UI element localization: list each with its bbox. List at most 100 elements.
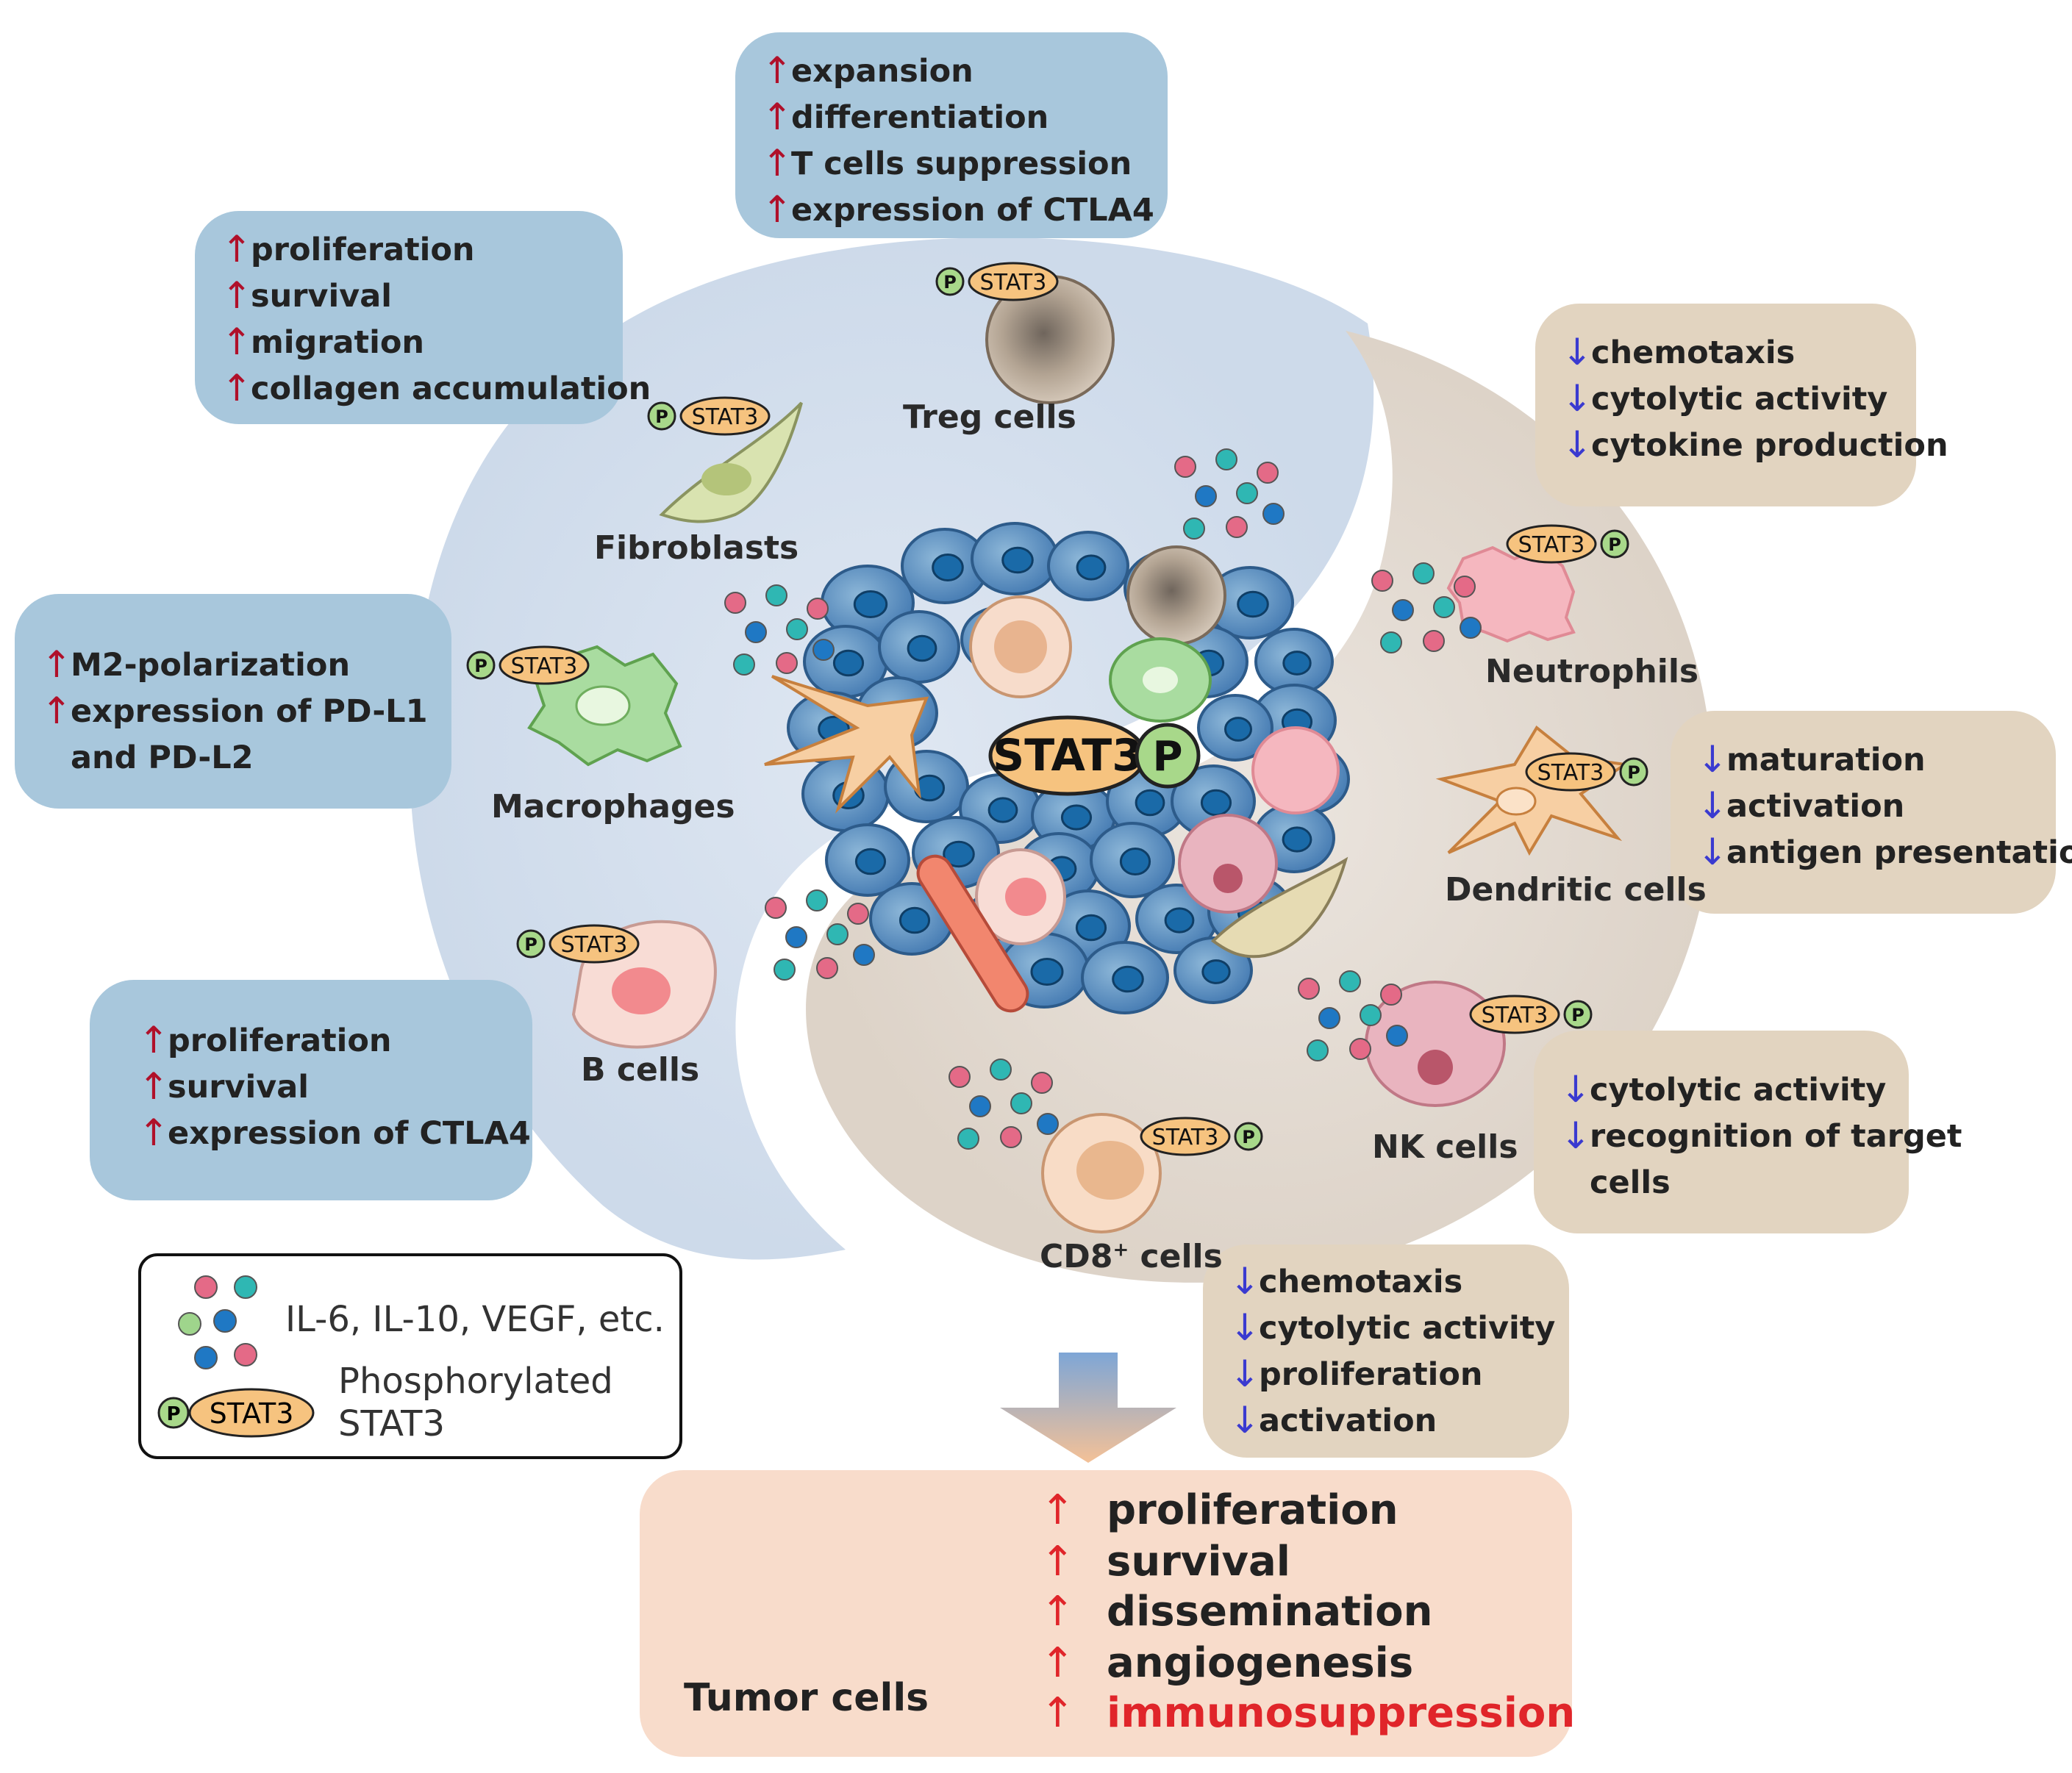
nk-label: NK cells xyxy=(1372,1128,1518,1166)
treg-effect-4: expression of CTLA4 xyxy=(791,192,1154,229)
cytokine-dot xyxy=(724,592,746,614)
tumor-cluster-cell xyxy=(1251,726,1340,814)
cd8-label-main: CD8 xyxy=(1040,1238,1113,1275)
tumor-cluster-cell xyxy=(1197,694,1273,762)
tumor-cluster-cell xyxy=(1081,941,1169,1014)
down-arrow-icon: ↓ xyxy=(1229,1399,1260,1441)
cytokine-dot xyxy=(1307,1039,1329,1061)
cytokine-dot xyxy=(853,944,875,966)
tumor-effect-2: survival xyxy=(1107,1538,1291,1586)
down-arrow-icon: ↓ xyxy=(1697,831,1728,873)
tumor-outcome-box: ↑proliferation ↑survival ↑dissemination … xyxy=(640,1470,1575,1757)
tumor-effect-1: proliferation xyxy=(1107,1486,1398,1534)
stat3-tag: STAT3 P xyxy=(935,262,1059,301)
macrophage-label: Macrophages xyxy=(491,788,735,825)
cytokine-dot xyxy=(1386,1025,1408,1047)
cytokine-dot xyxy=(1380,631,1402,653)
down-arrow-icon: ↓ xyxy=(1697,784,1728,827)
tumor-cluster-cell xyxy=(825,823,910,897)
dendritic-effect-3: antigen presentation xyxy=(1726,834,2072,871)
cd8-cell xyxy=(1041,1113,1162,1233)
p-tag-label: P xyxy=(1242,1127,1255,1147)
p-tag-label: P xyxy=(943,272,957,293)
neutrophil-label: Neutrophils xyxy=(1485,653,1699,690)
cytokine-dot xyxy=(969,1095,991,1117)
cytokine-dot xyxy=(1031,1072,1053,1094)
fibro-effect-2: survival xyxy=(251,278,392,315)
cytokine-dot xyxy=(765,897,787,919)
cytokine-dot xyxy=(1183,517,1205,540)
legend-phospho-line2: STAT3 xyxy=(338,1403,446,1444)
up-arrow-icon: ↑ xyxy=(1040,1538,1075,1586)
dendritic-effect-2: activation xyxy=(1726,788,1905,825)
bcell-label: B cells xyxy=(581,1051,700,1089)
tumor-effect-row: ↑immunosuppression xyxy=(1040,1689,1575,1737)
tumor-cluster-cell xyxy=(878,610,960,684)
stat3-tag-label: STAT3 xyxy=(1537,760,1604,786)
bcell-effect-1: proliferation xyxy=(168,1022,392,1059)
nk-effect-3: cells xyxy=(1590,1164,1671,1201)
cytokine-dot xyxy=(745,621,767,643)
downward-arrow xyxy=(1000,1353,1176,1463)
cytokine-dot xyxy=(1226,516,1248,538)
dendritic-effects-box: ↓maturation ↓activation ↓antigen present… xyxy=(1671,711,2072,914)
fibroblast-label: Fibroblasts xyxy=(594,529,799,567)
cytokine-dot xyxy=(786,618,808,640)
stat3-tag: STAT3 P xyxy=(647,396,771,436)
cd8-effect-1: chemotaxis xyxy=(1259,1264,1463,1300)
cytokine-dot xyxy=(957,1128,979,1150)
cytokine-dot xyxy=(1360,1004,1382,1026)
up-arrow-icon: ↑ xyxy=(1040,1639,1075,1687)
up-arrow-icon: ↑ xyxy=(221,320,252,363)
stat3-tag-label: STAT3 xyxy=(1482,1003,1548,1028)
down-arrow-icon: ↓ xyxy=(1229,1353,1260,1395)
stat3-tag-label: STAT3 xyxy=(980,270,1047,296)
stat3-tag-label: STAT3 xyxy=(692,404,759,430)
cytokine-dot xyxy=(1195,485,1217,507)
tumor-cluster-cell xyxy=(764,675,929,814)
stat3-tag-label: STAT3 xyxy=(561,932,628,958)
cytokine-dot xyxy=(1392,599,1414,621)
cytokine-dot xyxy=(990,1059,1012,1081)
down-arrow-icon: ↓ xyxy=(1560,1068,1591,1111)
treg-label: Treg cells xyxy=(903,398,1076,436)
p-tag-label: P xyxy=(655,406,668,427)
stat3-tag-label: STAT3 xyxy=(1518,532,1585,558)
tumor-cluster-cell xyxy=(916,854,1029,1013)
down-arrow-icon: ↓ xyxy=(1562,423,1593,466)
up-arrow-icon: ↑ xyxy=(1040,1588,1075,1636)
tumor-cluster-cell xyxy=(1126,545,1226,645)
cd8-label-sup: + xyxy=(1112,1239,1129,1261)
cd8-effects-box: ↓chemotaxis ↓cytolytic activity ↓prolife… xyxy=(1203,1244,1569,1458)
up-arrow-icon: ↑ xyxy=(762,49,793,92)
p-tag-label: P xyxy=(524,934,537,955)
fibro-effect-1: proliferation xyxy=(251,232,475,268)
cytokine-dot xyxy=(1236,482,1258,504)
treg-effect-3: T cells suppression xyxy=(791,146,1132,182)
cytokine-dot xyxy=(1433,596,1455,618)
neutro-effect-1: chemotaxis xyxy=(1591,334,1796,371)
neutro-effect-2: cytolytic activity xyxy=(1591,381,1888,418)
central-stat3-p: STAT3 P xyxy=(988,715,1201,796)
cytokine-dot xyxy=(1412,562,1435,584)
nk-effects-box: ↓cytolytic activity ↓recognition of targ… xyxy=(1534,1031,1962,1233)
treg-effect-2: differentiation xyxy=(791,99,1049,136)
cd8-effect-2: cytolytic activity xyxy=(1259,1310,1556,1347)
p-tag-label: P xyxy=(1571,1005,1585,1025)
central-stat3-label: STAT3 xyxy=(993,730,1143,781)
macro-effect-2: expression of PD-L1 xyxy=(71,693,428,730)
cytokine-dot xyxy=(1262,503,1285,525)
cytokine-dot xyxy=(812,639,835,661)
legend-p-label: P xyxy=(166,1403,180,1425)
cytokine-dot xyxy=(733,653,755,676)
macrophage-effects-box: ↑M2-polarization ↑expression of PD-L1 an… xyxy=(15,594,451,809)
tumor-effect-5: immunosuppression xyxy=(1107,1689,1576,1737)
down-arrow-icon: ↓ xyxy=(1560,1114,1591,1157)
cd8-effect-4: activation xyxy=(1259,1403,1437,1439)
cd8-label-tail: cells xyxy=(1129,1238,1223,1275)
down-arrow-icon: ↓ xyxy=(1562,331,1593,373)
tumor-effect-row: ↑ survival xyxy=(1040,1538,1290,1586)
nk-effect-2: recognition of target xyxy=(1590,1118,1962,1155)
cytokine-dot xyxy=(1174,456,1196,478)
